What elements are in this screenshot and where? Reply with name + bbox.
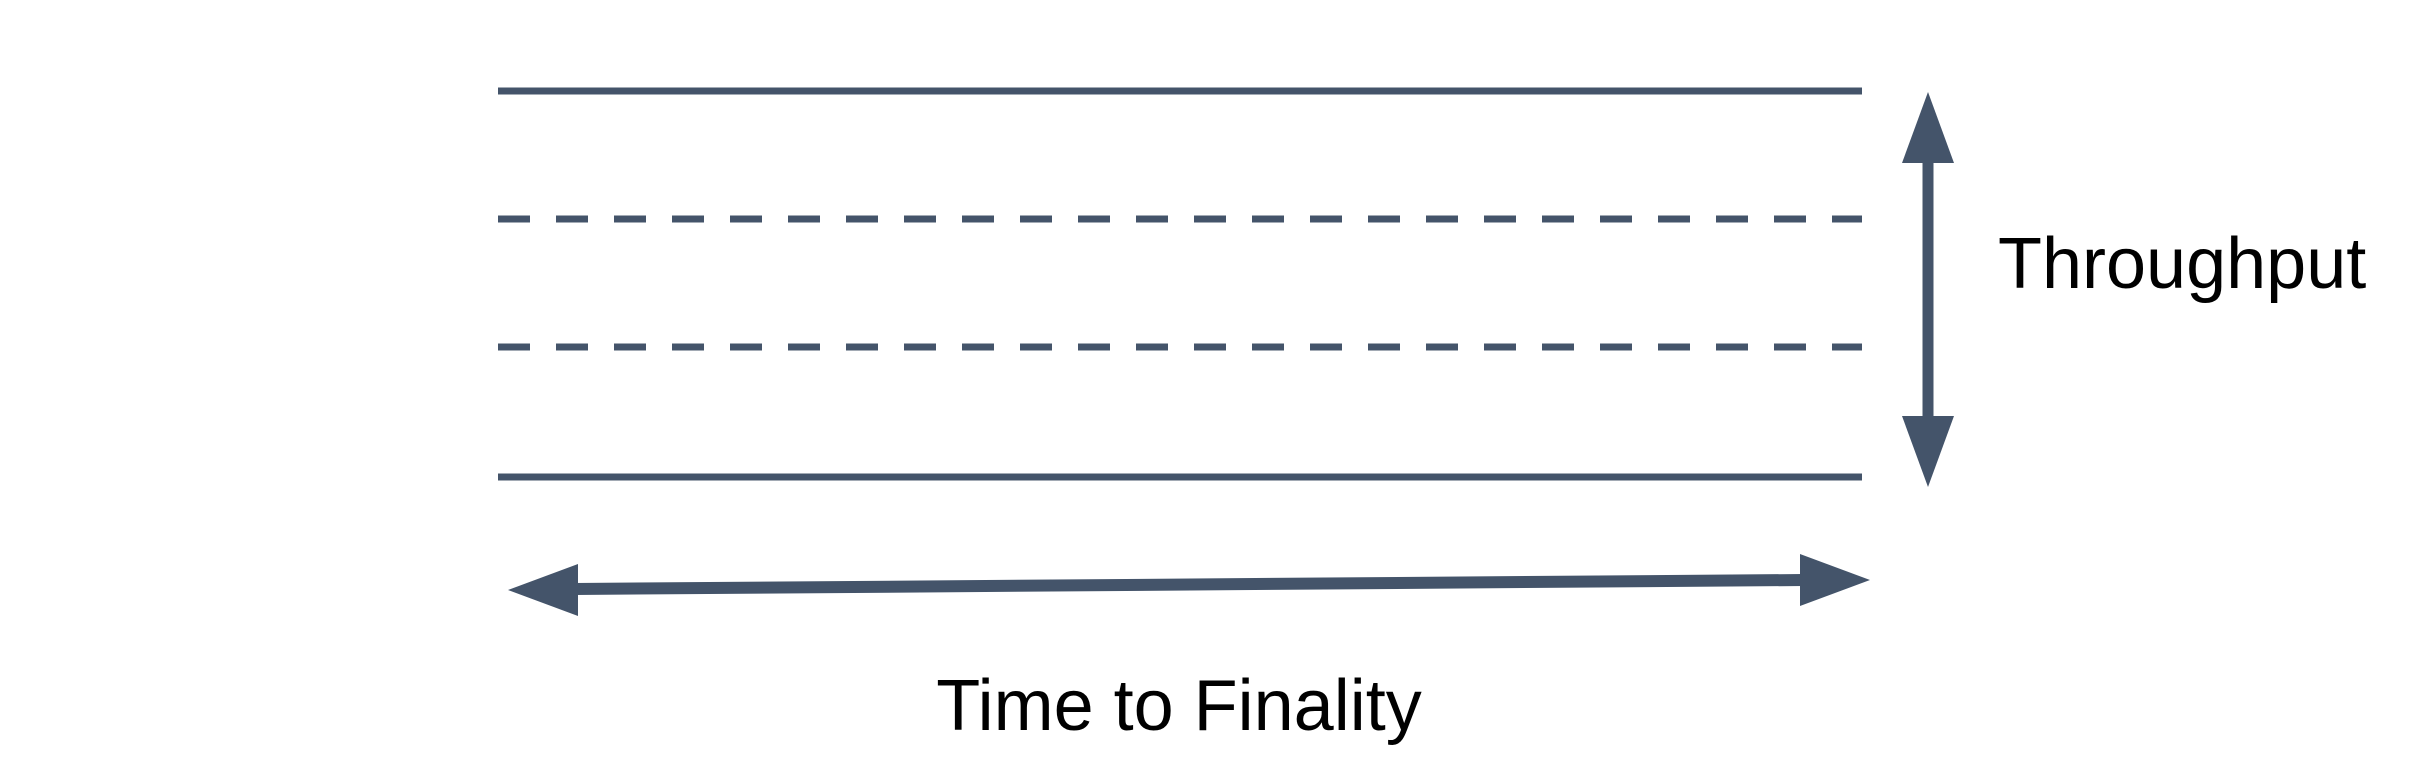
throughput-arrow: [1902, 92, 1954, 487]
time-to-finality-label: Time to Finality: [936, 666, 1421, 746]
time-to-finality-arrow: [508, 554, 1870, 616]
arrowhead-left-icon: [508, 564, 578, 616]
arrowhead-right-icon: [1800, 554, 1870, 606]
time-arrow-shaft: [573, 574, 1805, 595]
arrowhead-down-icon: [1902, 416, 1954, 487]
arrowhead-up-icon: [1902, 92, 1954, 163]
throughput-label: Throughput: [1998, 224, 2366, 304]
band: [498, 87, 1862, 481]
